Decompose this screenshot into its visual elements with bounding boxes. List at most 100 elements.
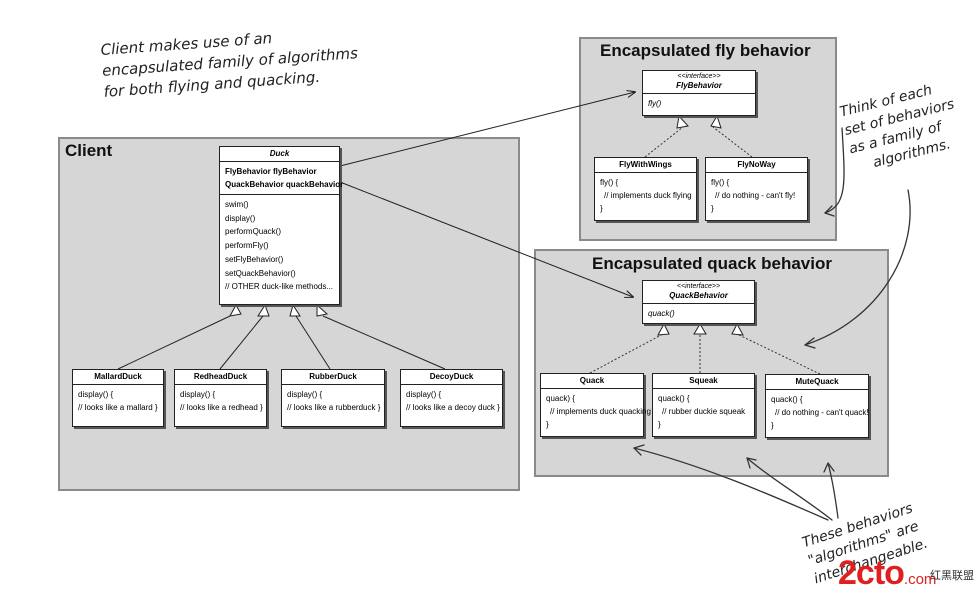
quack-class-box: Quack quack) { // implements duck quacki…: [540, 373, 651, 437]
decoy-inherit-line: [322, 315, 446, 370]
duck-methods: swim() display() performQuack() performF…: [220, 195, 339, 297]
class-body: display() { // looks like a rubberduck }: [282, 385, 384, 417]
code-line: display() {: [78, 390, 114, 399]
method-line: fly(): [648, 99, 662, 108]
class-name: FlyWithWings: [595, 158, 696, 173]
duck-method: setQuackBehavior(): [225, 268, 296, 278]
flynoway-realize-line: [712, 126, 753, 158]
mallard-inherit-line: [117, 315, 231, 370]
class-body: display() { // looks like a redhead }: [175, 385, 266, 417]
interchange-arrowhead-1: [633, 444, 645, 456]
family-note-arrowhead-2: [804, 337, 816, 349]
code-line: display() {: [287, 390, 323, 399]
code-line: // looks like a decoy duck }: [406, 403, 500, 412]
quack-realize-triangle-1: [657, 322, 670, 336]
code-line: // implements duck quacking: [550, 407, 651, 416]
quack-realize-triangle-3: [731, 322, 744, 336]
class-body: quack) { // implements duck quacking }: [541, 389, 651, 434]
decoyduck-class-box: DecoyDuck display() { // looks like a de…: [400, 369, 503, 427]
class-body: fly() { // do nothing - can't fly! }: [706, 173, 807, 218]
duck-field: QuackBehavior quackBehavior: [225, 180, 344, 189]
fly-realize-triangle-2: [710, 114, 722, 129]
inherit-triangle-3: [289, 303, 301, 317]
duck-field: FlyBehavior flyBehavior: [225, 167, 317, 176]
interchange-arrow-1: [633, 447, 829, 521]
code-line: // looks like a redhead }: [180, 403, 263, 412]
code-line: }: [711, 204, 714, 213]
watermark-logo-text: 2cto: [838, 554, 905, 592]
watermark-suffix-text: .com: [903, 571, 937, 588]
flynoway-class-box: FlyNoWay fly() { // do nothing - can't f…: [705, 157, 808, 221]
quack-realize-line: [589, 333, 664, 374]
flywithwings-realize-line: [644, 126, 684, 158]
code-line: }: [658, 420, 661, 429]
class-body: display() { // looks like a mallard }: [73, 385, 163, 417]
duck-method: swim(): [225, 200, 249, 209]
interface-header: <<interface>> QuackBehavior: [643, 281, 754, 304]
code-line: // do nothing - can't fly!: [715, 191, 796, 200]
watermark-logo: 2cto.com: [838, 553, 936, 593]
squeak-class-box: Squeak quack() { // rubber duckie squeak…: [652, 373, 755, 437]
quack-realize-triangle-2: [693, 323, 707, 335]
interface-body: quack(): [643, 304, 754, 323]
code-line: }: [546, 420, 549, 429]
duck-method: display(): [225, 213, 256, 223]
duck-to-flybehavior-arrow: [339, 92, 635, 167]
interface-name: QuackBehavior: [669, 291, 728, 300]
duck-class-box: Duck FlyBehavior flyBehavior QuackBehavi…: [219, 146, 344, 305]
method-line: quack(): [648, 309, 675, 318]
interchange-arrowhead-2: [746, 457, 757, 469]
rubber-inherit-line: [295, 315, 331, 370]
duck-method: // OTHER duck-like methods...: [225, 282, 334, 292]
code-line: fly() {: [711, 178, 730, 187]
duck-method: performFly(): [225, 241, 269, 251]
code-line: quack() {: [771, 395, 803, 404]
code-line: // implements duck flying: [604, 191, 692, 200]
interface-name: FlyBehavior: [676, 81, 722, 90]
duck-class-name: Duck: [220, 147, 339, 162]
class-body: display() { // looks like a decoy duck }: [401, 385, 502, 417]
interchange-arrow-3: [827, 462, 839, 519]
inherit-triangle-2: [257, 303, 270, 317]
mutequack-class-box: MuteQuack quack() { // do nothing - can'…: [765, 374, 869, 438]
code-line: }: [771, 421, 774, 430]
stereotype-label: <<interface>>: [677, 73, 721, 80]
family-note-arrow-1: [824, 127, 845, 214]
class-name: RedheadDuck: [175, 370, 266, 385]
duck-fields: FlyBehavior flyBehavior QuackBehavior qu…: [220, 162, 344, 195]
rubberduck-class-box: RubberDuck display() { // looks like a r…: [281, 369, 385, 427]
duck-method: setFlyBehavior(): [225, 254, 284, 264]
class-body: quack() { // do nothing - can't quack! }: [766, 390, 869, 435]
mutequack-realize-line: [736, 333, 821, 375]
fly-panel-title: Encapsulated fly behavior: [600, 41, 811, 60]
code-line: display() {: [406, 390, 442, 399]
inherit-triangle-1: [229, 303, 242, 317]
code-line: fly() {: [600, 178, 619, 187]
code-line: // do nothing - can't quack!: [775, 408, 869, 417]
interface-body: fly(): [643, 94, 755, 113]
class-body: quack() { // rubber duckie squeak }: [653, 389, 754, 434]
code-line: }: [600, 204, 603, 213]
family-note-arrowhead-1: [824, 205, 835, 217]
class-name: Quack: [541, 374, 643, 389]
interchange-arrow-2: [746, 457, 833, 521]
fly-realize-triangle-1: [676, 114, 689, 129]
code-line: // rubber duckie squeak: [662, 407, 746, 416]
code-line: quack() {: [658, 394, 690, 403]
redhead-inherit-line: [219, 315, 264, 370]
client-panel-title: Client: [65, 141, 113, 160]
class-name: MallardDuck: [73, 370, 163, 385]
code-line: // looks like a rubberduck }: [287, 403, 381, 412]
quackbehavior-interface-box: <<interface>> QuackBehavior quack(): [642, 280, 755, 324]
code-line: // looks like a mallard }: [78, 403, 158, 412]
code-line: quack) {: [546, 394, 575, 403]
duck-to-quackbehavior-arrow: [339, 181, 633, 297]
watermark-cn-text: 红黑联盟: [930, 569, 974, 582]
stereotype-label: <<interface>>: [676, 283, 721, 290]
interchange-arrowhead-3: [823, 462, 835, 473]
duck-method: performQuack(): [225, 227, 282, 237]
family-note-arrow-2: [804, 189, 911, 346]
quack-panel-title: Encapsulated quack behavior: [592, 254, 832, 273]
redheadduck-class-box: RedheadDuck display() { // looks like a …: [174, 369, 267, 427]
